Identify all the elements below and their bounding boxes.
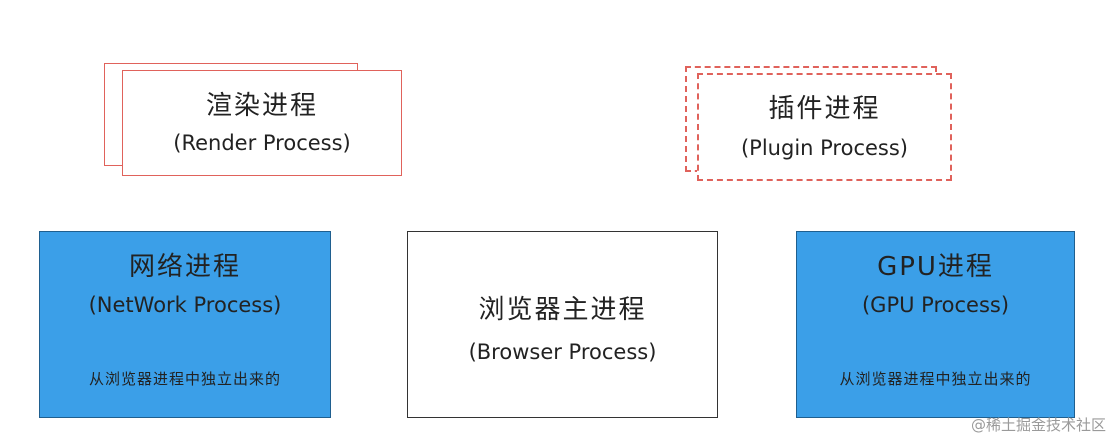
network-process-title: 网络进程 <box>128 252 241 282</box>
plugin-process-title: 插件进程 <box>768 94 881 124</box>
render-process-subtitle: (Render Process) <box>173 131 351 155</box>
browser-process-subtitle: (Browser Process) <box>468 340 657 364</box>
plugin-process-box: 插件进程 (Plugin Process) <box>697 73 952 181</box>
gpu-process-note: 从浏览器进程中独立出来的 <box>839 370 1032 388</box>
browser-process-title: 浏览器主进程 <box>478 295 647 325</box>
gpu-process-subtitle: (GPU Process) <box>861 293 1010 317</box>
render-process-box: 渲染进程 (Render Process) <box>122 70 402 176</box>
network-process-subtitle: (NetWork Process) <box>88 293 282 317</box>
render-process-title: 渲染进程 <box>205 91 318 121</box>
gpu-process-box: GPU进程 (GPU Process) 从浏览器进程中独立出来的 <box>796 231 1075 418</box>
network-process-box: 网络进程 (NetWork Process) 从浏览器进程中独立出来的 <box>39 231 331 418</box>
plugin-process-subtitle: (Plugin Process) <box>740 136 908 160</box>
browser-process-box: 浏览器主进程 (Browser Process) <box>407 231 718 418</box>
watermark: @稀土掘金技术社区 <box>970 416 1106 434</box>
network-process-note: 从浏览器进程中独立出来的 <box>88 370 281 388</box>
gpu-process-title: GPU进程 <box>877 252 994 282</box>
